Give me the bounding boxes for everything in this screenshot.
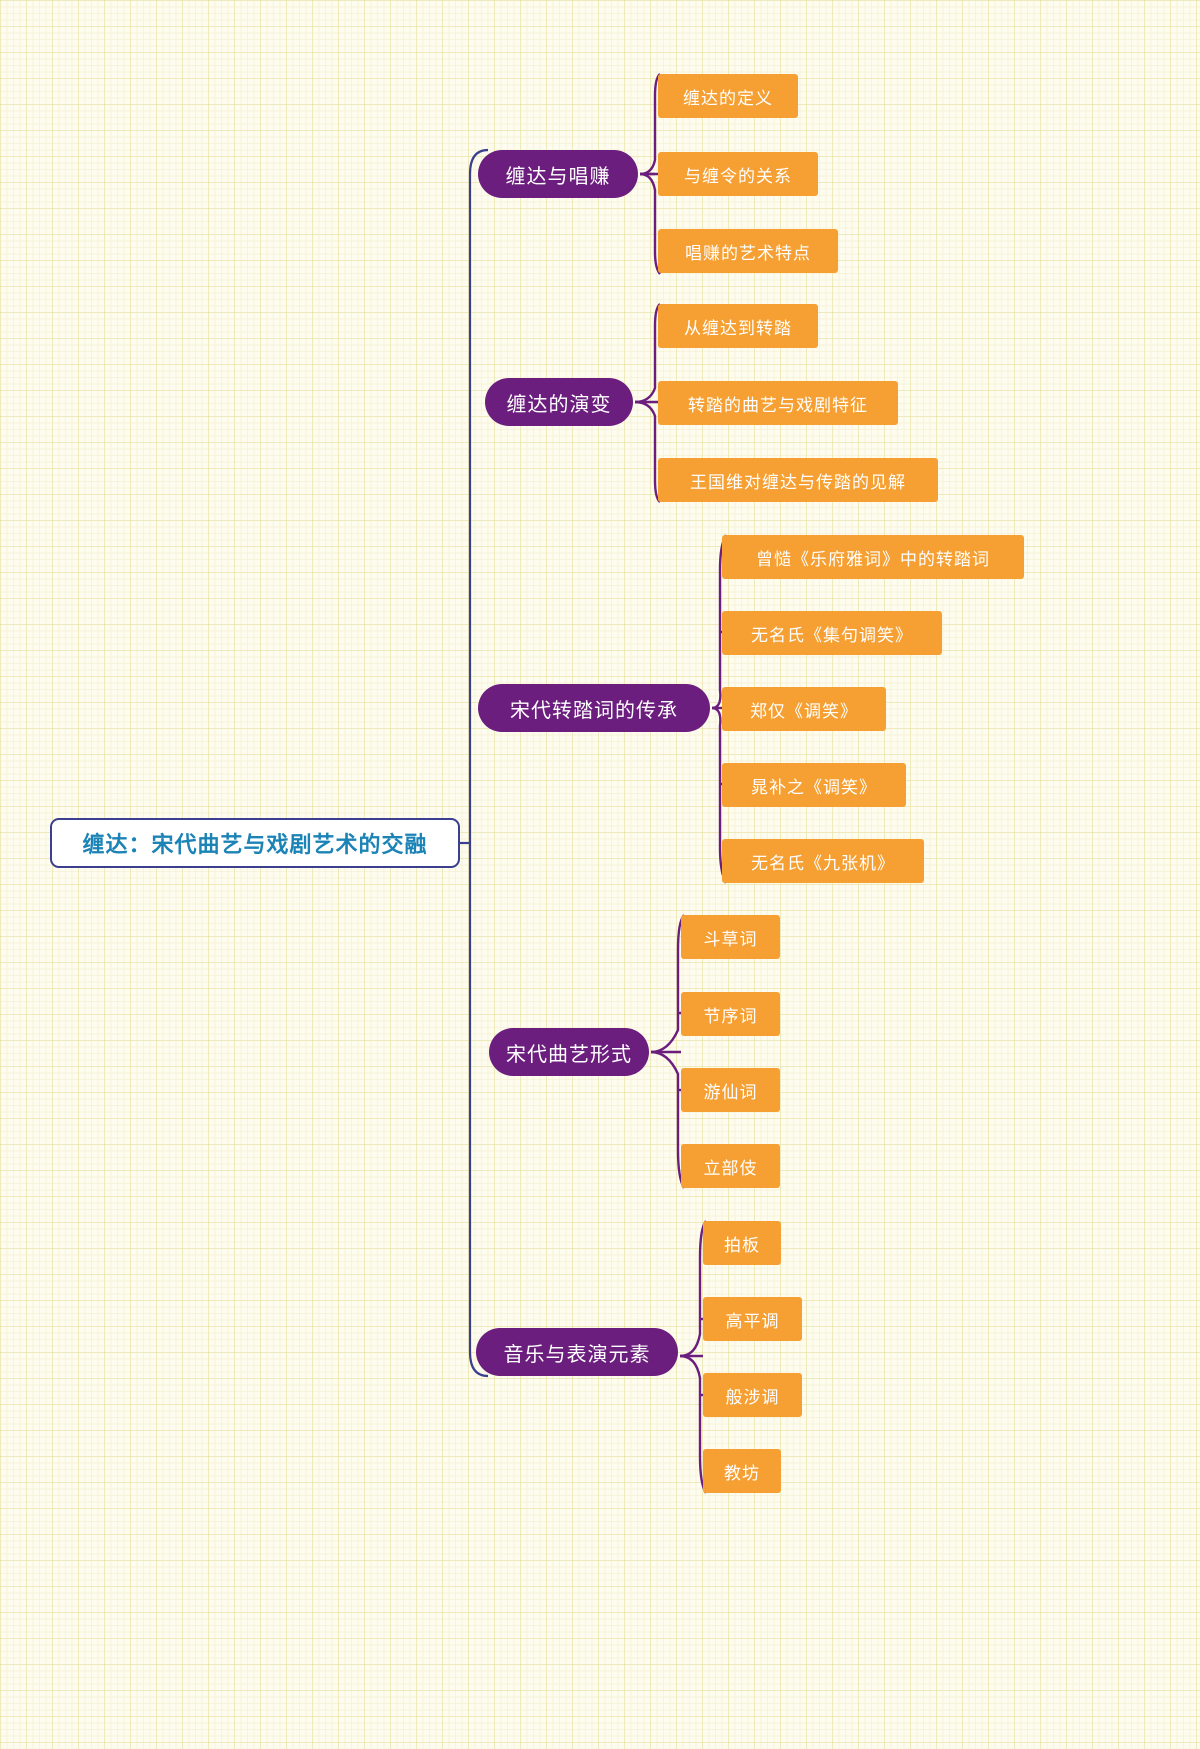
- leaf-node-3-1[interactable]: 曾慥《乐府雅词》中的转踏词: [722, 535, 1024, 579]
- leaf-node-3-4[interactable]: 晁补之《调笑》: [722, 763, 906, 807]
- branch-node-4[interactable]: 宋代曲艺形式: [489, 1028, 649, 1076]
- branch-node-3[interactable]: 宋代转踏词的传承: [478, 684, 710, 732]
- leaf-node-1-3[interactable]: 唱赚的艺术特点: [658, 229, 838, 273]
- leaf-node-3-5[interactable]: 无名氏《九张机》: [722, 839, 924, 883]
- leaf-node-5-1[interactable]: 拍板: [703, 1221, 781, 1265]
- leaf-node-2-1[interactable]: 从缠达到转踏: [658, 304, 818, 348]
- leaf-node-5-4[interactable]: 教坊: [703, 1449, 781, 1493]
- leaf-node-1-2[interactable]: 与缠令的关系: [658, 152, 818, 196]
- leaf-node-1-1[interactable]: 缠达的定义: [658, 74, 798, 118]
- leaf-node-5-3[interactable]: 般涉调: [703, 1373, 802, 1417]
- leaf-node-4-2[interactable]: 节序词: [681, 992, 780, 1036]
- branch-2-connector: [634, 303, 661, 503]
- leaf-node-3-2[interactable]: 无名氏《集句调笑》: [722, 611, 942, 655]
- leaf-node-2-2[interactable]: 转踏的曲艺与戏剧特征: [658, 381, 898, 425]
- branch-4-connector: [650, 914, 686, 1189]
- leaf-node-4-1[interactable]: 斗草词: [681, 915, 780, 959]
- leaf-node-2-3[interactable]: 王国维对缠达与传踏的见解: [658, 458, 938, 502]
- leaf-node-4-3[interactable]: 游仙词: [681, 1068, 780, 1112]
- branch-node-1[interactable]: 缠达与唱赚: [478, 150, 638, 198]
- leaf-node-3-3[interactable]: 郑仅《调笑》: [722, 687, 886, 731]
- branch-1-connector: [639, 73, 661, 275]
- branch-node-2[interactable]: 缠达的演变: [485, 378, 633, 426]
- branch-node-5[interactable]: 音乐与表演元素: [476, 1328, 678, 1376]
- leaf-node-4-4[interactable]: 立部伎: [681, 1144, 780, 1188]
- leaf-node-5-2[interactable]: 高平调: [703, 1297, 802, 1341]
- trunk-connector: [460, 148, 489, 1378]
- root-node[interactable]: 缠达：宋代曲艺与戏剧艺术的交融: [50, 818, 460, 868]
